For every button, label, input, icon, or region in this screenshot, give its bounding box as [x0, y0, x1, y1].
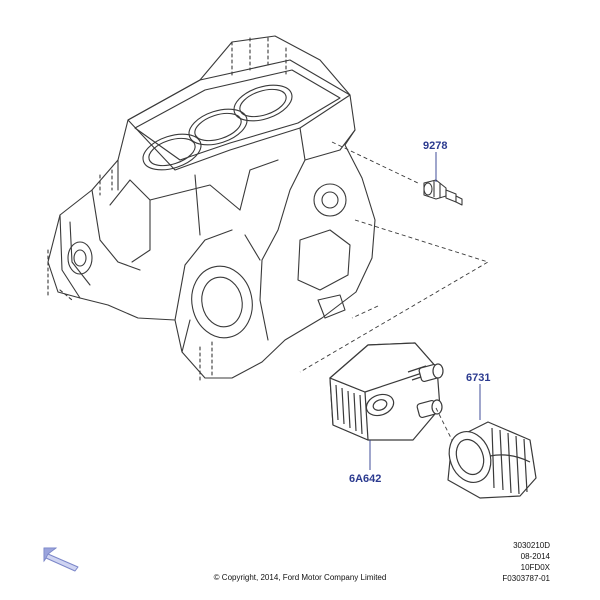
- diagram-code: 3030210D: [513, 541, 550, 550]
- oil-pressure-sensor-9278[interactable]: [423, 179, 463, 206]
- part-label-6731[interactable]: 6731: [466, 372, 491, 384]
- engine-block: [47, 35, 376, 381]
- part-label-6A642[interactable]: 6A642: [349, 473, 382, 485]
- part-label-9278[interactable]: 9278: [423, 140, 448, 152]
- oil-filter-6731[interactable]: [442, 421, 537, 499]
- figure-reference: F0303787-01: [502, 574, 550, 583]
- leader-lines: [369, 152, 481, 470]
- back-arrow-icon[interactable]: [42, 545, 82, 573]
- copyright-notice: © Copyright, 2014, Ford Motor Company Li…: [213, 573, 387, 582]
- diagram-date: 08-2014: [520, 552, 550, 561]
- vehicle-code: 10FD0X: [520, 563, 550, 572]
- oil-cooler-6A642[interactable]: [329, 342, 444, 441]
- assembly-guide-lines: [299, 141, 490, 441]
